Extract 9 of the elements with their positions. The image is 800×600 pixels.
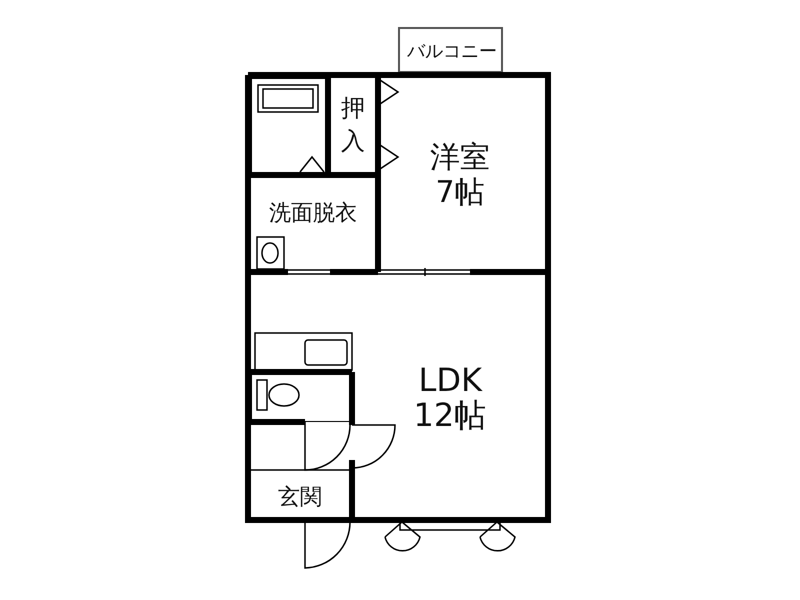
room-label: 洗面脱衣 (269, 200, 357, 226)
room-label: 洋室 (430, 140, 490, 175)
room-label: 12帖 (414, 396, 486, 434)
room-label: LDK (418, 362, 482, 398)
room-label: バルコニー (407, 42, 497, 62)
room-label: 玄関 (278, 484, 322, 510)
room-label: 押入 (341, 92, 365, 158)
room-label: 7帖 (436, 176, 485, 210)
balcony (398, 27, 503, 73)
